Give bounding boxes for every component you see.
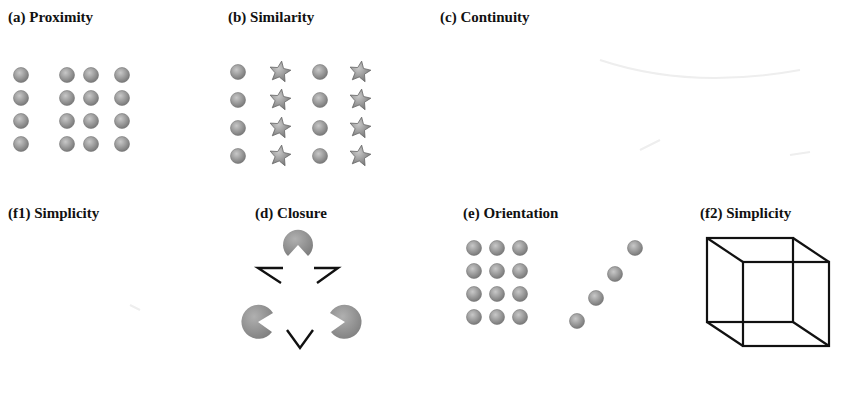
panel-title: (b) Similarity xyxy=(228,8,314,26)
simplicity-faint-strokes xyxy=(130,305,140,310)
similarity-shapes xyxy=(231,61,371,166)
proximity-dots xyxy=(14,68,130,152)
orientation-dots xyxy=(467,241,643,329)
panel-title: (f2) Simplicity xyxy=(700,204,791,222)
necker-cube xyxy=(707,238,829,346)
panel-title: (c) Continuity xyxy=(440,8,530,26)
panel-title: (e) Orientation xyxy=(463,204,558,222)
panel-title: (d) Closure xyxy=(255,204,327,222)
continuity-faint-strokes xyxy=(600,60,810,155)
panel-title: (a) Proximity xyxy=(8,8,93,26)
panel-title: (f1) Simplicity xyxy=(8,204,99,222)
closure-figure xyxy=(241,230,361,348)
